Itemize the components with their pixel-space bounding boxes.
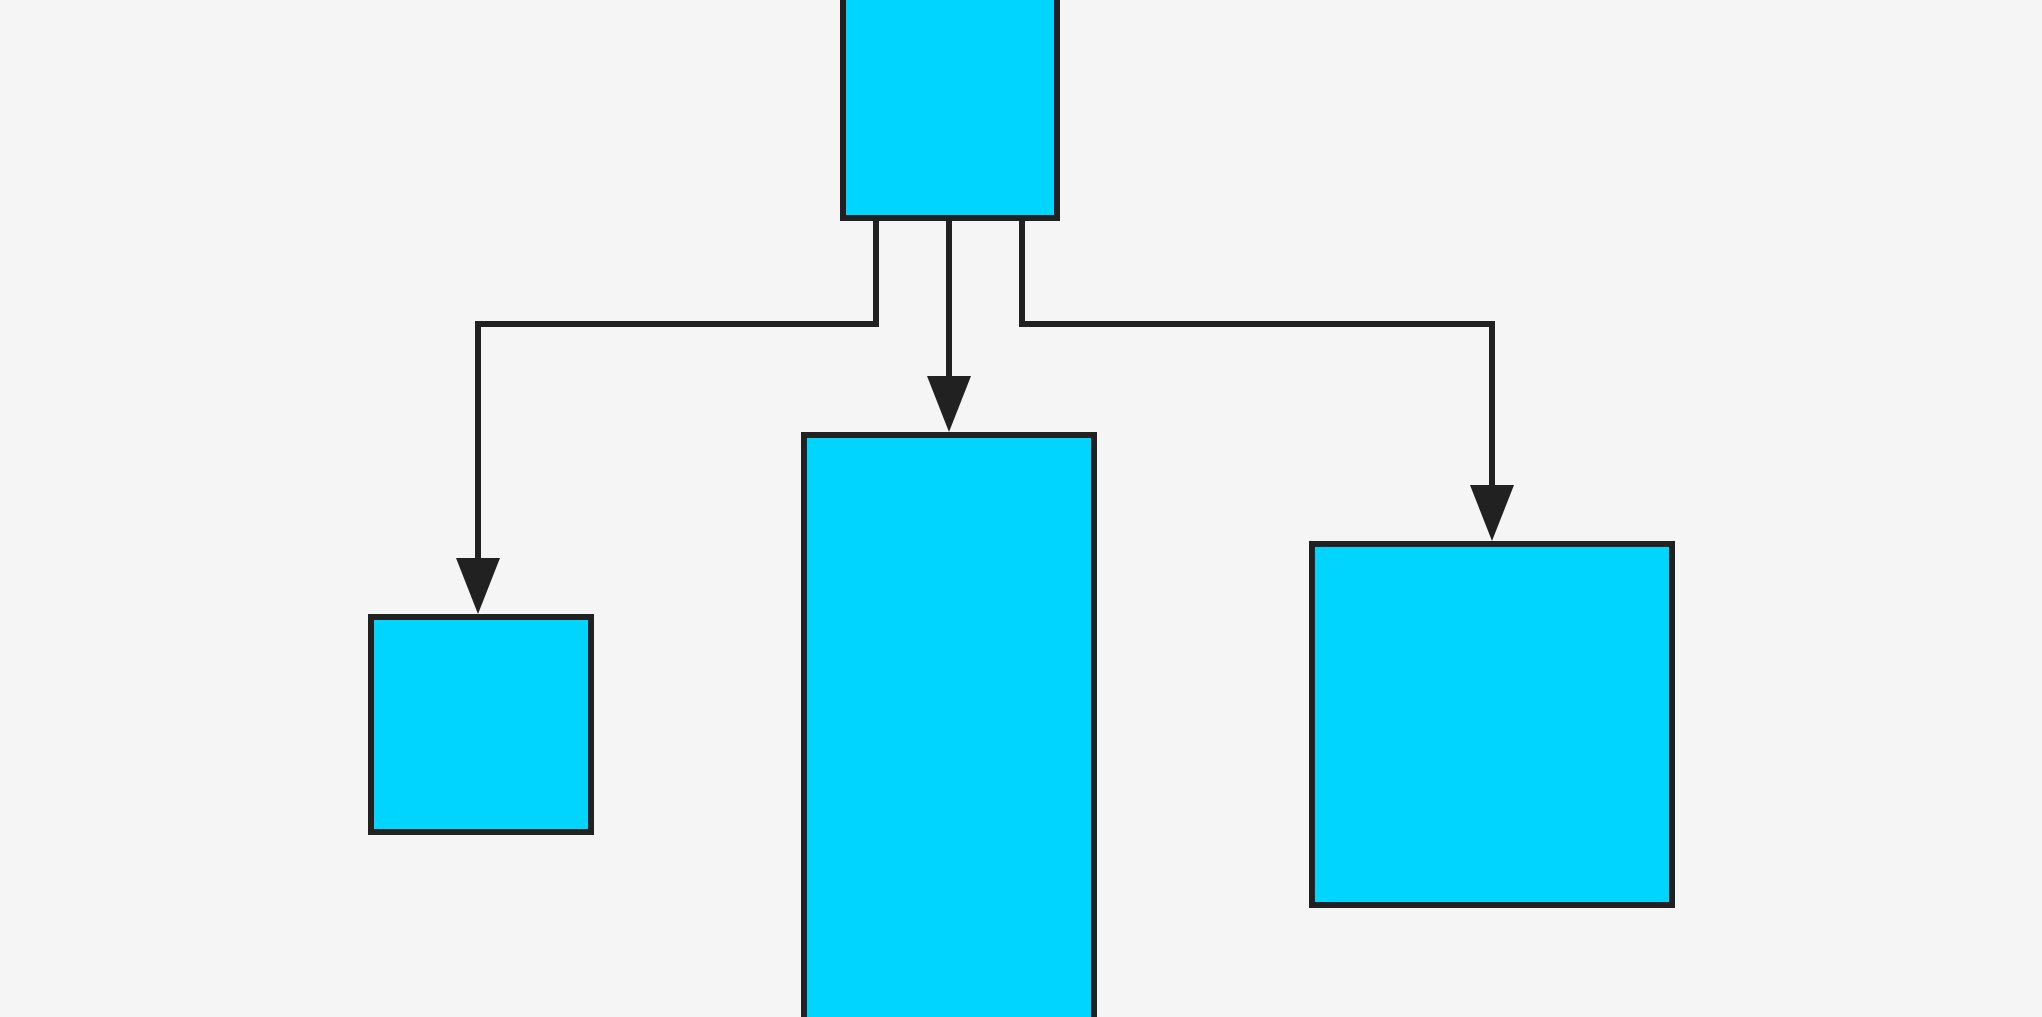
node-layer — [368, 0, 1675, 1017]
node-child-left-shape[interactable] — [368, 614, 594, 835]
node-child-right-shape[interactable] — [1309, 541, 1675, 908]
node-root-shape[interactable] — [840, 0, 1060, 221]
edge-line-root-right[interactable] — [1019, 221, 1495, 487]
edge-line-root-left[interactable] — [475, 221, 879, 560]
arrowhead-root-right — [1470, 485, 1514, 541]
edge-root-to-child-left[interactable] — [456, 221, 879, 614]
edge-root-to-child-right[interactable] — [1019, 221, 1514, 541]
arrowhead-root-left — [456, 558, 500, 614]
arrowhead-root-center — [927, 376, 971, 432]
edge-layer — [456, 221, 1514, 614]
edge-root-to-child-center[interactable] — [927, 221, 971, 432]
node-child-center-shape[interactable] — [801, 432, 1097, 1017]
node-child-left[interactable] — [368, 614, 594, 835]
node-child-right[interactable] — [1309, 541, 1675, 908]
node-child-center[interactable] — [801, 432, 1097, 1017]
node-root[interactable] — [840, 0, 1060, 221]
